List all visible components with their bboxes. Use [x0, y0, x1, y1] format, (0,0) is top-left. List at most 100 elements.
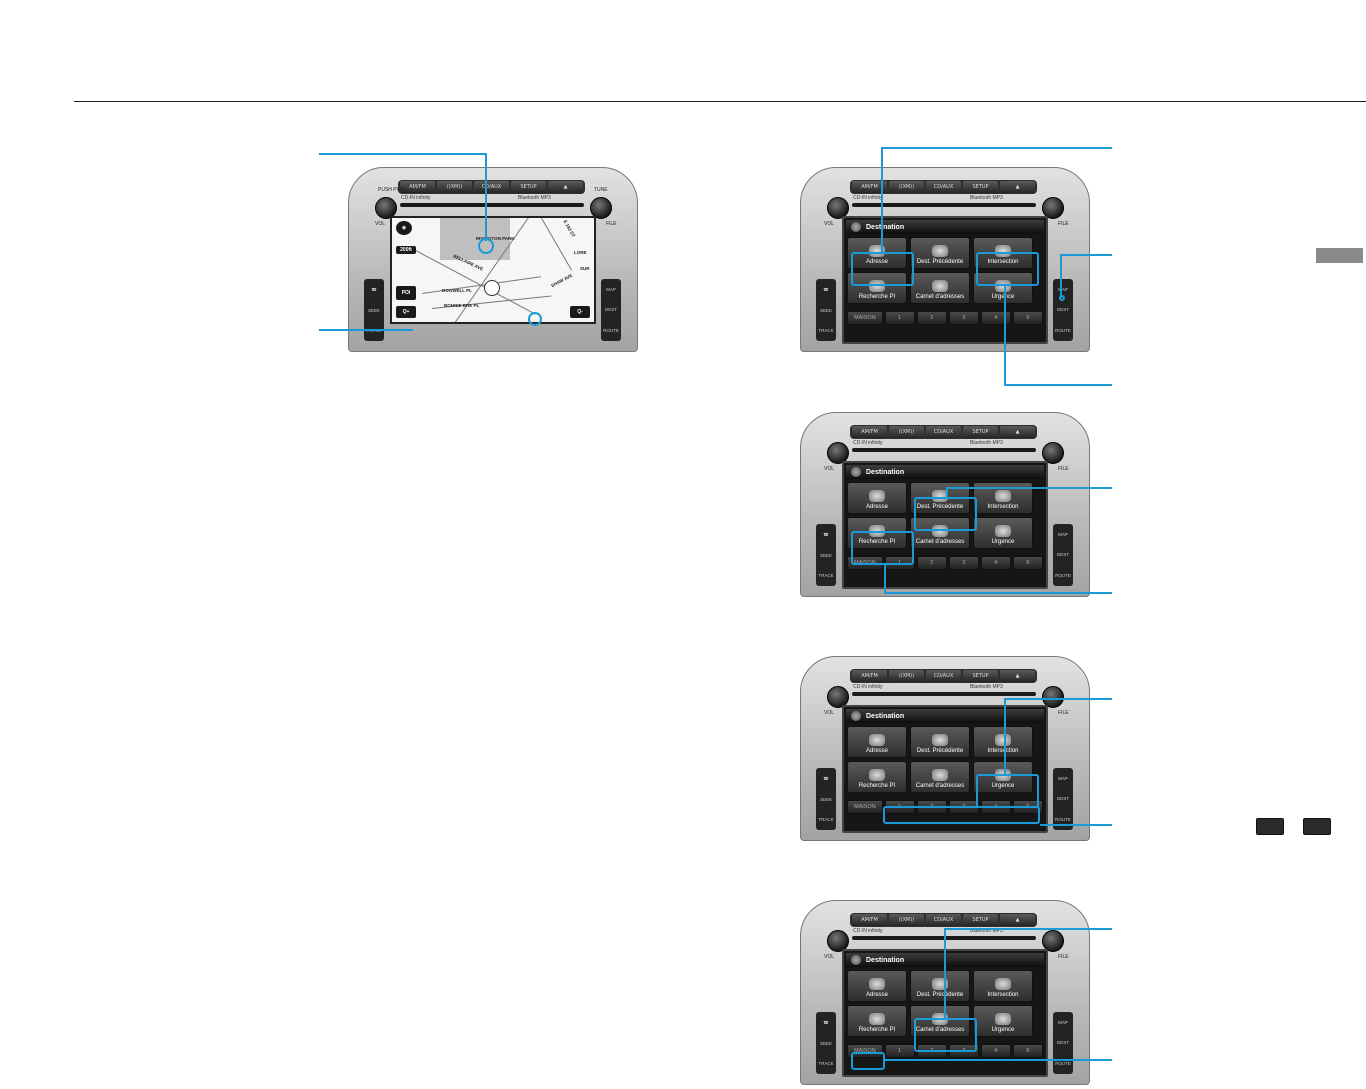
preset-5-button[interactable]: 5 — [1012, 556, 1043, 570]
volume-knob[interactable] — [827, 930, 849, 952]
dest-button[interactable]: DEST — [1056, 1040, 1069, 1046]
preset-2-button[interactable]: 2 — [916, 311, 947, 325]
route-button[interactable]: ROUTE — [1055, 328, 1071, 334]
volume-knob[interactable] — [827, 442, 849, 464]
cd-aux-button[interactable]: CD/AUX — [926, 426, 961, 438]
seek-button[interactable]: SEEK — [819, 307, 832, 313]
xm-button[interactable]: ((XM)) — [437, 181, 472, 193]
xm-button[interactable]: ((XM)) — [889, 181, 924, 193]
track-button[interactable]: TRACK — [818, 573, 834, 579]
tune-knob[interactable] — [1042, 197, 1064, 219]
cd-aux-button[interactable]: CD/AUX — [926, 914, 961, 926]
carnet-adresses-button[interactable]: Carnet d'adresses — [910, 761, 970, 793]
am-fm-button[interactable]: AM/FM — [852, 914, 887, 926]
preset-maison-button[interactable]: MAISON — [847, 800, 883, 814]
setup-button[interactable]: SETUP — [963, 426, 998, 438]
eject-button[interactable]: ▲ — [1000, 914, 1035, 926]
route-button[interactable]: ROUTE — [1055, 573, 1071, 579]
cd-aux-button[interactable]: CD/AUX — [926, 670, 961, 682]
preset-5-button[interactable]: 5 — [1012, 1044, 1043, 1058]
seek-button[interactable]: SEEK — [367, 307, 380, 313]
urgence-button[interactable]: Urgence — [973, 272, 1033, 304]
cd-aux-button[interactable]: CD/AUX — [474, 181, 509, 193]
adresse-button[interactable]: Adresse — [847, 970, 907, 1002]
route-button[interactable]: ROUTE — [1055, 1061, 1071, 1067]
am-fm-button[interactable]: AM/FM — [852, 670, 887, 682]
preset-1-button[interactable]: 1 — [884, 311, 915, 325]
carnet-adresses-button[interactable]: Carnet d'adresses — [910, 1005, 970, 1037]
setup-button[interactable]: SETUP — [511, 181, 546, 193]
dest-button[interactable]: DEST — [1056, 552, 1069, 558]
recherche-pi-button[interactable]: Recherche PI — [847, 272, 907, 304]
am-fm-button[interactable]: AM/FM — [852, 181, 887, 193]
phone-button[interactable]: ☎ — [823, 775, 829, 781]
recherche-pi-button[interactable]: Recherche PI — [847, 1005, 907, 1037]
dest-button[interactable]: DEST — [1056, 307, 1069, 313]
zoom-out-button[interactable]: Q- — [570, 306, 590, 318]
zoom-in-button[interactable]: Q+ — [396, 306, 416, 318]
phone-button[interactable]: ☎ — [371, 286, 377, 292]
dest-precedente-button[interactable]: Dest. Précédente — [910, 726, 970, 758]
map-button[interactable]: MAP — [1058, 775, 1068, 781]
compass-icon[interactable]: ◉ — [396, 221, 412, 235]
recherche-pi-button[interactable]: Recherche PI — [847, 517, 907, 549]
recherche-pi-button[interactable]: Recherche PI — [847, 761, 907, 793]
tune-knob[interactable] — [590, 197, 612, 219]
urgence-button[interactable]: Urgence — [973, 761, 1033, 793]
am-fm-button[interactable]: AM/FM — [852, 426, 887, 438]
preset-4-button[interactable]: 4 — [980, 1044, 1011, 1058]
track-button[interactable]: TRACK — [818, 1061, 834, 1067]
dest-precedente-button[interactable]: Dest. Précédente — [910, 237, 970, 269]
urgence-button[interactable]: Urgence — [973, 517, 1033, 549]
preset-4-button[interactable]: 4 — [980, 556, 1011, 570]
setup-button[interactable]: SETUP — [963, 181, 998, 193]
adresse-button[interactable]: Adresse — [847, 482, 907, 514]
map-button[interactable]: MAP — [606, 286, 616, 292]
dest-button[interactable]: DEST — [1056, 796, 1069, 802]
intersection-button[interactable]: Intersection — [973, 726, 1033, 758]
cd-aux-button[interactable]: CD/AUX — [926, 181, 961, 193]
preset-maison-button[interactable]: MAISON — [847, 1044, 883, 1058]
map-button[interactable]: MAP — [1058, 1019, 1068, 1025]
seek-button[interactable]: SEEK — [819, 796, 832, 802]
route-button[interactable]: ROUTE — [603, 328, 619, 334]
tune-knob[interactable] — [1042, 686, 1064, 708]
route-button[interactable]: ROUTE — [1055, 817, 1071, 823]
carnet-adresses-button[interactable]: Carnet d'adresses — [910, 272, 970, 304]
phone-button[interactable]: ☎ — [823, 531, 829, 537]
preset-1-button[interactable]: 1 — [884, 1044, 915, 1058]
seek-button[interactable]: SEEK — [819, 1040, 832, 1046]
volume-knob[interactable] — [827, 197, 849, 219]
eject-button[interactable]: ▲ — [1000, 181, 1035, 193]
tune-knob[interactable] — [1042, 930, 1064, 952]
map-button[interactable]: MAP — [1058, 531, 1068, 537]
volume-knob[interactable] — [827, 686, 849, 708]
intersection-button[interactable]: Intersection — [973, 970, 1033, 1002]
xm-button[interactable]: ((XM)) — [889, 426, 924, 438]
adresse-button[interactable]: Adresse — [847, 726, 907, 758]
eject-button[interactable]: ▲ — [1000, 426, 1035, 438]
dest-button[interactable]: DEST — [604, 307, 617, 313]
poi-button[interactable]: POI — [396, 286, 416, 300]
preset-4-button[interactable]: 4 — [980, 311, 1011, 325]
preset-3-button[interactable]: 3 — [948, 311, 979, 325]
preset-5-button[interactable]: 5 — [1012, 311, 1043, 325]
dest-precedente-button[interactable]: Dest. Précédente — [910, 970, 970, 1002]
phone-button[interactable]: ☎ — [823, 286, 829, 292]
map-button[interactable]: MAP — [1058, 286, 1068, 292]
xm-button[interactable]: ((XM)) — [889, 670, 924, 682]
setup-button[interactable]: SETUP — [963, 670, 998, 682]
phone-button[interactable]: ☎ — [823, 1019, 829, 1025]
preset-maison-button[interactable]: MAISON — [847, 311, 883, 325]
map-screen[interactable]: IRVINGTON PARK BELLAIRE AVE DOGWELL PL B… — [390, 216, 596, 324]
volume-knob[interactable] — [375, 197, 397, 219]
xm-button[interactable]: ((XM)) — [889, 914, 924, 926]
setup-button[interactable]: SETUP — [963, 914, 998, 926]
preset-3-button[interactable]: 3 — [948, 556, 979, 570]
am-fm-button[interactable]: AM/FM — [400, 181, 435, 193]
track-button[interactable]: TRACK — [818, 817, 834, 823]
urgence-button[interactable]: Urgence — [973, 1005, 1033, 1037]
eject-button[interactable]: ▲ — [548, 181, 583, 193]
carnet-adresses-button[interactable]: Carnet d'adresses — [910, 517, 970, 549]
seek-button[interactable]: SEEK — [819, 552, 832, 558]
